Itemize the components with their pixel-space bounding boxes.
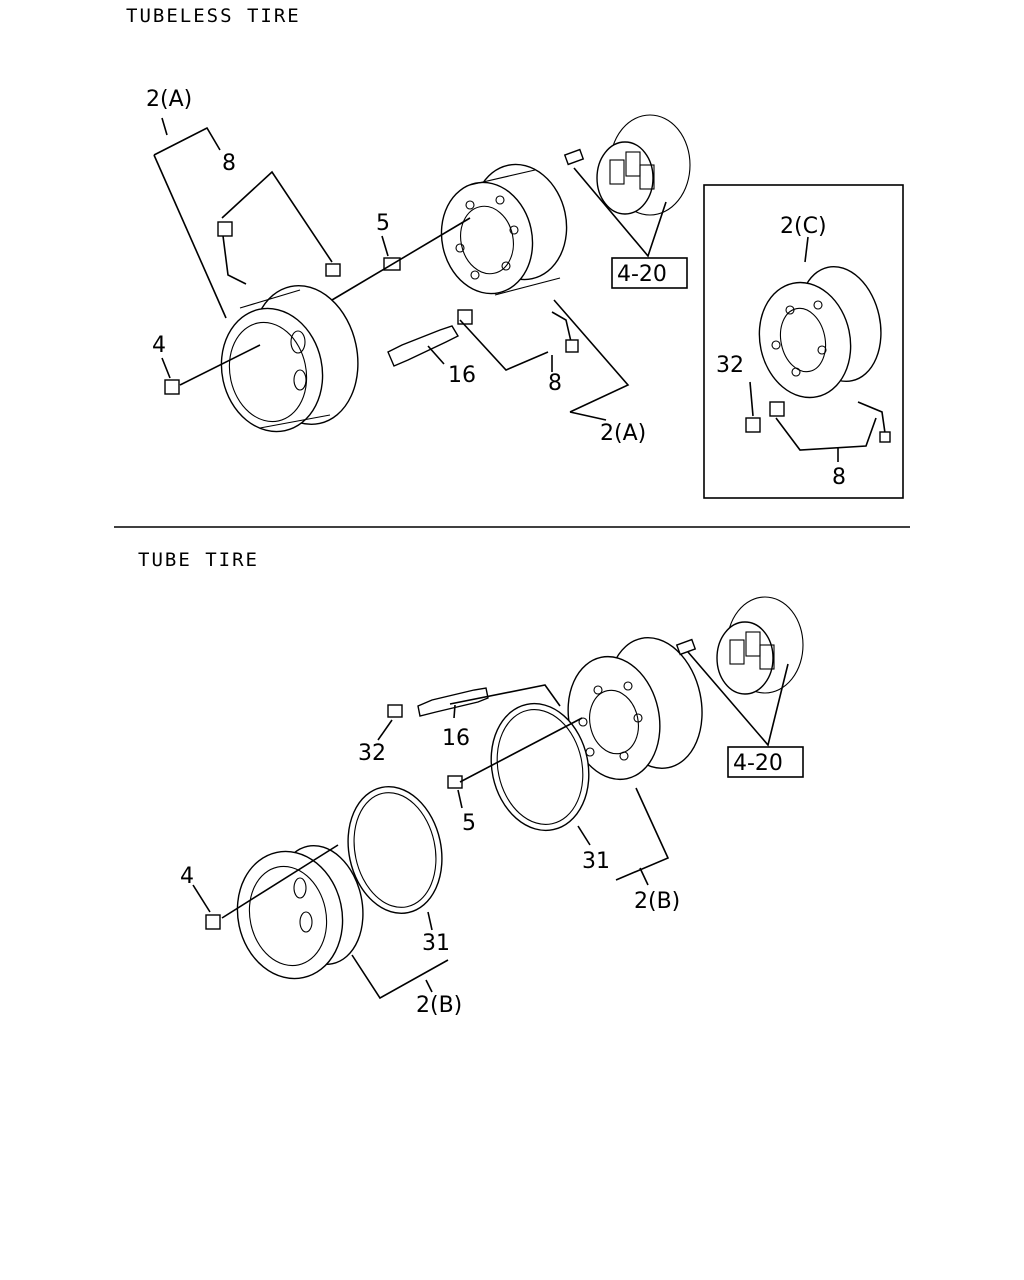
tube-section-header: TUBE TIRE — [138, 549, 259, 571]
callout-tubeless-5: 5 — [376, 211, 390, 236]
tubeless-long-stud-16 — [387, 325, 459, 367]
callout-tubeless-2a-lower: 2(A) — [600, 421, 646, 446]
callout-tubeless-8-top: 8 — [222, 151, 236, 176]
inset-valve — [857, 401, 891, 443]
tube-leader-lines — [192, 651, 789, 1000]
callout-tubeless-4-20: 4-20 — [617, 262, 667, 287]
tube-long-stud-16 — [417, 687, 489, 717]
tube-right-wheel-half — [567, 637, 703, 781]
callout-tube-32: 32 — [358, 741, 386, 766]
tubeless-hub — [596, 114, 691, 216]
callout-inset-2c: 2(C) — [780, 214, 827, 239]
tube-nut-32 — [387, 704, 403, 718]
callout-tubeless-2a-top: 2(A) — [146, 87, 192, 112]
tube-hub-bolt — [675, 638, 697, 656]
callout-tube-4-20: 4-20 — [733, 751, 783, 776]
callout-inset-32: 32 — [716, 353, 744, 378]
tubeless-hub-bolt — [563, 148, 585, 166]
callout-tubeless-4: 4 — [152, 333, 166, 358]
callout-tubeless-16: 16 — [448, 363, 476, 388]
inset-cap-nut — [769, 401, 785, 417]
callout-tube-31-left: 31 — [422, 931, 450, 956]
callout-tube-16: 16 — [442, 726, 470, 751]
callout-tube-4: 4 — [180, 864, 194, 889]
callout-tube-2b-right: 2(B) — [634, 889, 680, 914]
callout-tube-2b-left: 2(B) — [416, 993, 462, 1018]
inset-nut-32 — [745, 417, 761, 433]
tubeless-cap-nut-top — [325, 263, 341, 277]
tubeless-ref-box — [611, 257, 688, 289]
tubeless-valve-top — [217, 221, 247, 285]
tubeless-leader-lines — [153, 117, 667, 421]
tubeless-cap-nut-lower — [457, 309, 473, 325]
inset-wheel — [758, 265, 882, 399]
tubeless-section-header: TUBELESS TIRE — [126, 5, 301, 27]
tube-hub — [716, 596, 804, 695]
callout-tube-5: 5 — [462, 811, 476, 836]
tubeless-left-wheel-half — [220, 284, 359, 433]
inset-leader-lines — [749, 236, 877, 462]
tube-side-ring-left — [347, 785, 443, 915]
tubeless-valve-lower — [551, 311, 579, 353]
tubeless-nut-4 — [164, 379, 180, 395]
callout-inset-8: 8 — [832, 465, 846, 490]
tubeless-right-wheel-half — [440, 163, 568, 296]
tube-ref-box — [727, 746, 804, 778]
tube-nut-4 — [205, 914, 221, 930]
tube-rim-ring-right — [490, 702, 590, 832]
callout-tubeless-8-lower: 8 — [548, 371, 562, 396]
tube-stud-5 — [447, 775, 463, 789]
callout-tube-31-right: 31 — [582, 849, 610, 874]
tube-left-wheel-half — [236, 844, 364, 980]
